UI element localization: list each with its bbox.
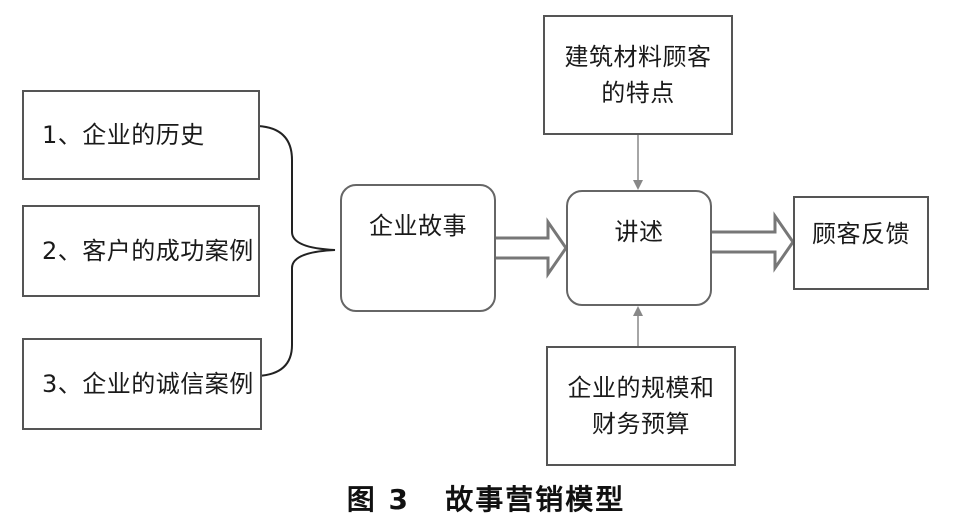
factor-box-integrity-cases: 3、企业的诚信案例 xyxy=(22,338,262,430)
arrow-story-to-tell xyxy=(496,217,568,279)
customer-traits-box: 建筑材料顾客 的特点 xyxy=(543,15,733,135)
figure-caption: 图 3 故事营销模型 xyxy=(0,478,972,518)
arrow-tell-to-feedback xyxy=(712,211,795,273)
arrow-bottom-to-tell xyxy=(633,306,643,346)
figure-number: 图 3 xyxy=(346,483,410,516)
company-scale-line-2: 财务预算 xyxy=(592,410,690,438)
figure-title: 故事营销模型 xyxy=(445,483,626,516)
customer-traits-line-1: 建筑材料顾客 xyxy=(564,43,712,71)
factor-label: 2、客户的成功案例 xyxy=(42,237,254,265)
factor-box-history: 1、企业的历史 xyxy=(22,90,260,180)
story-box: 企业故事 xyxy=(340,184,496,312)
factor-label: 1、企业的历史 xyxy=(42,121,205,149)
customer-traits-line-2: 的特点 xyxy=(601,79,675,107)
arrow-top-to-tell xyxy=(633,134,643,190)
tell-label: 讲述 xyxy=(614,218,664,246)
story-label: 企业故事 xyxy=(369,212,467,240)
company-scale-line-1: 企业的规模和 xyxy=(567,374,715,402)
factor-label: 3、企业的诚信案例 xyxy=(42,370,254,398)
tell-box: 讲述 xyxy=(566,190,712,306)
feedback-label: 顾客反馈 xyxy=(812,220,910,248)
company-scale-box: 企业的规模和 财务预算 xyxy=(546,346,736,466)
grouping-brace xyxy=(257,125,336,377)
feedback-box: 顾客反馈 xyxy=(793,196,929,290)
factor-box-success-cases: 2、客户的成功案例 xyxy=(22,205,260,297)
